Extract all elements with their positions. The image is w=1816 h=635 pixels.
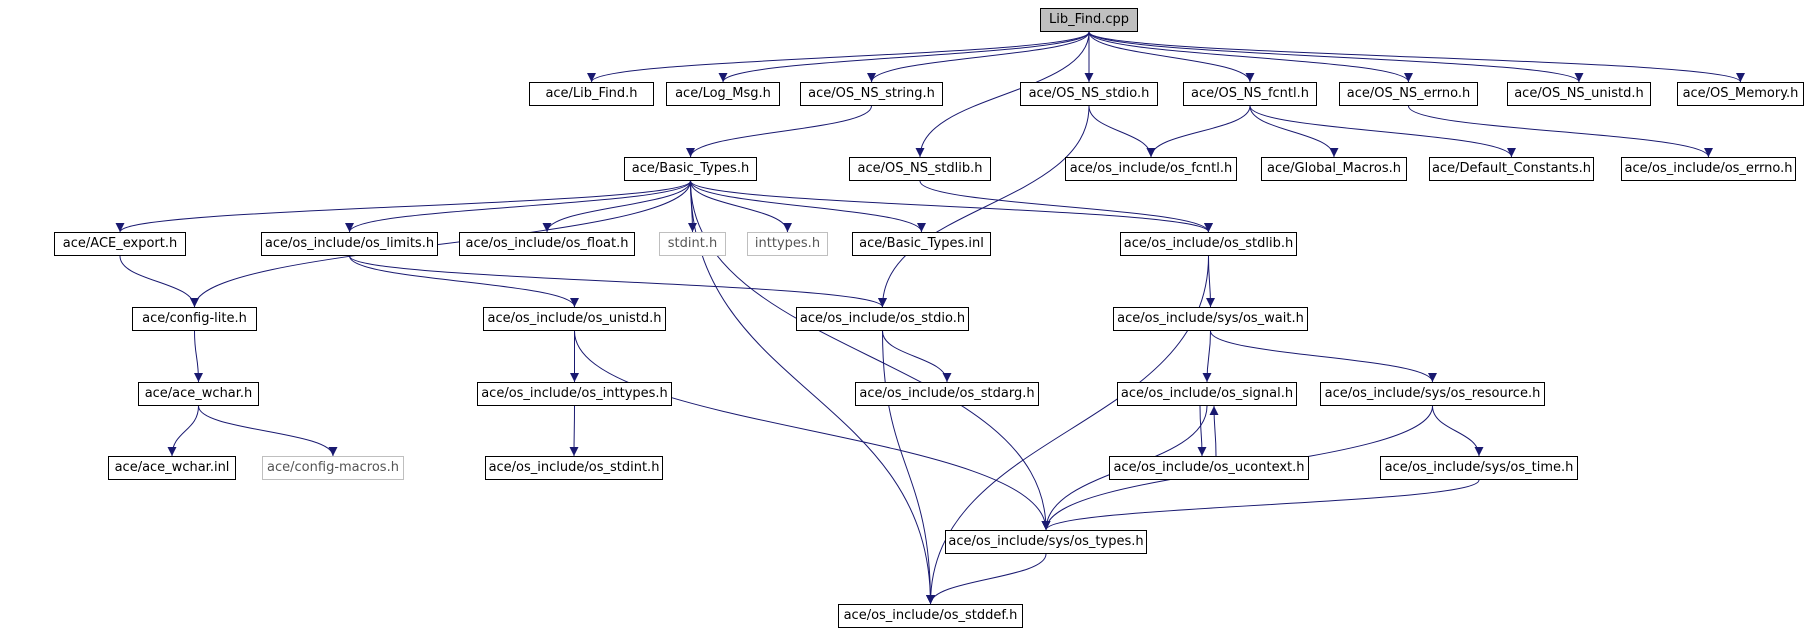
- node-sys-os-time-h[interactable]: ace/os_include/sys/os_time.h: [1380, 456, 1578, 480]
- node-os-unistd-h[interactable]: ace/os_include/os_unistd.h: [483, 307, 666, 331]
- edge-basic_types_h-to-os_stdlib_h: [690, 180, 1213, 233]
- edge-lib_find_cpp-to-os_ns_string_h: [867, 31, 1090, 83]
- node-lib-find-h[interactable]: ace/Lib_Find.h: [529, 82, 654, 106]
- node-ace-wchar-h[interactable]: ace/ace_wchar.h: [138, 382, 259, 406]
- edge-os_stdio_h-to-os_stddef_h: [882, 330, 935, 605]
- node-ace-wchar-inl[interactable]: ace/ace_wchar.inl: [108, 456, 236, 480]
- edge-lib_find_cpp-to-lib_find_h: [587, 31, 1090, 83]
- node-os-ns-stdlib-h[interactable]: ace/OS_NS_stdlib.h: [849, 157, 991, 181]
- node-lib-find-cpp[interactable]: Lib_Find.cpp: [1040, 8, 1138, 32]
- node-os-ucontext-h[interactable]: ace/os_include/os_ucontext.h: [1109, 456, 1309, 480]
- node-os-fcntl-h[interactable]: ace/os_include/os_fcntl.h: [1065, 157, 1237, 181]
- node-inttypes-h[interactable]: inttypes.h: [747, 232, 828, 256]
- node-os-float-h[interactable]: ace/os_include/os_float.h: [459, 232, 635, 256]
- edge-basic_types_h-to-os_stddef_h: [690, 180, 935, 605]
- edge-basic_types_h-to-os_float_h: [542, 180, 691, 233]
- edge-ace_wchar_h-to-config_macros_h: [198, 405, 338, 457]
- edge-sys_os_types_h-to-os_stddef_h: [926, 553, 1047, 605]
- edge-lib_find_cpp-to-os_ns_unistd_h: [1088, 31, 1584, 83]
- edge-os_ns_fcntl_h-to-default_constants_h: [1249, 105, 1516, 158]
- node-os-inttypes-h[interactable]: ace/os_include/os_inttypes.h: [477, 382, 672, 406]
- edge-lib_find_cpp-to-log_msg_h: [718, 31, 1090, 83]
- node-config-lite-h[interactable]: ace/config-lite.h: [132, 307, 257, 331]
- node-ace-export-h[interactable]: ace/ACE_export.h: [54, 232, 186, 256]
- edge-os_ns_string_h-to-basic_types_h: [686, 105, 872, 158]
- edge-sys_os_wait_h-to-sys_os_resource_h: [1210, 330, 1437, 383]
- node-log-msg-h[interactable]: ace/Log_Msg.h: [666, 82, 780, 106]
- edge-os_ns_errno_h-to-os_errno_h: [1408, 105, 1713, 158]
- edge-os_limits_h-to-os_stdio_h: [349, 255, 887, 308]
- edge-os_signal_h-to-os_ucontext_h: [1197, 405, 1207, 457]
- edge-lib_find_cpp-to-os_ns_stdlib_h: [915, 31, 1090, 158]
- node-os-ns-errno-h[interactable]: ace/OS_NS_errno.h: [1339, 82, 1478, 106]
- node-os-stdarg-h[interactable]: ace/os_include/os_stdarg.h: [855, 382, 1039, 406]
- edge-basic_types_h-to-config_lite_h: [190, 180, 691, 308]
- edge-os_unistd_h-to-sys_os_types_h: [574, 330, 1051, 531]
- node-os-errno-h[interactable]: ace/os_include/os_errno.h: [1621, 157, 1796, 181]
- node-basic-types-h[interactable]: ace/Basic_Types.h: [624, 157, 757, 181]
- edge-os_ns_stdio_h-to-os_stdio_h: [878, 105, 1090, 308]
- edge-os_ucontext_h-to-os_signal_h: [1209, 405, 1219, 457]
- edge-ace_wchar_h-to-ace_wchar_inl: [167, 405, 199, 457]
- node-os-ns-string-h[interactable]: ace/OS_NS_string.h: [800, 82, 943, 106]
- edge-basic_types_h-to-inttypes_h: [690, 180, 792, 233]
- edge-os_stdio_h-to-os_stdarg_h: [882, 330, 952, 383]
- edge-os_ns_stdio_h-to-os_fcntl_h: [1088, 105, 1156, 158]
- edge-basic_types_h-to-ace_export_h: [115, 180, 691, 233]
- node-sys-os-types-h[interactable]: ace/os_include/sys/os_types.h: [945, 530, 1147, 554]
- edge-sys_os_wait_h-to-os_signal_h: [1202, 330, 1212, 383]
- edge-os_inttypes_h-to-os_stdint_h: [569, 405, 579, 457]
- edge-sys_os_time_h-to-sys_os_types_h: [1041, 479, 1480, 531]
- edge-lib_find_cpp-to-os_ns_fcntl_h: [1088, 31, 1255, 83]
- node-sys-os-resource-h[interactable]: ace/os_include/sys/os_resource.h: [1320, 382, 1545, 406]
- node-sys-os-wait-h[interactable]: ace/os_include/sys/os_wait.h: [1113, 307, 1308, 331]
- edge-os_ns_fcntl_h-to-os_fcntl_h: [1146, 105, 1251, 158]
- node-stdint-h[interactable]: stdint.h: [659, 232, 726, 256]
- node-os-stdint-h[interactable]: ace/os_include/os_stdint.h: [485, 456, 663, 480]
- node-default-constants-h[interactable]: ace/Default_Constants.h: [1429, 157, 1594, 181]
- edge-sys_os_resource_h-to-sys_os_time_h: [1432, 405, 1484, 457]
- edge-os_ns_fcntl_h-to-global_macros_h: [1249, 105, 1339, 158]
- edge-os_ns_stdlib_h-to-os_stdlib_h: [919, 180, 1213, 233]
- edge-config_lite_h-to-ace_wchar_h: [193, 330, 203, 383]
- node-os-limits-h[interactable]: ace/os_include/os_limits.h: [261, 232, 438, 256]
- node-os-stddef-h[interactable]: ace/os_include/os_stddef.h: [838, 604, 1023, 628]
- node-config-macros-h[interactable]: ace/config-macros.h: [262, 456, 404, 480]
- node-os-stdio-h[interactable]: ace/os_include/os_stdio.h: [796, 307, 969, 331]
- node-global-macros-h[interactable]: ace/Global_Macros.h: [1261, 157, 1407, 181]
- node-os-ns-stdio-h[interactable]: ace/OS_NS_stdio.h: [1020, 82, 1158, 106]
- edge-lib_find_cpp-to-os_ns_errno_h: [1088, 31, 1413, 83]
- node-os-ns-fcntl-h[interactable]: ace/OS_NS_fcntl.h: [1183, 82, 1317, 106]
- node-os-memory-h[interactable]: ace/OS_Memory.h: [1677, 82, 1804, 106]
- edge-os_limits_h-to-os_unistd_h: [349, 255, 579, 308]
- edge-basic_types_h-to-basic_types_inl: [690, 180, 926, 233]
- edge-ace_export_h-to-config_lite_h: [119, 255, 199, 308]
- node-os-stdlib-h[interactable]: ace/os_include/os_stdlib.h: [1120, 232, 1297, 256]
- node-basic-types-inl[interactable]: ace/Basic_Types.inl: [852, 232, 991, 256]
- edge-basic_types_h-to-os_limits_h: [345, 180, 691, 233]
- node-os-ns-unistd-h[interactable]: ace/OS_NS_unistd.h: [1507, 82, 1651, 106]
- edge-lib_find_cpp-to-os_memory_h: [1088, 31, 1745, 83]
- node-os-signal-h[interactable]: ace/os_include/os_signal.h: [1117, 382, 1297, 406]
